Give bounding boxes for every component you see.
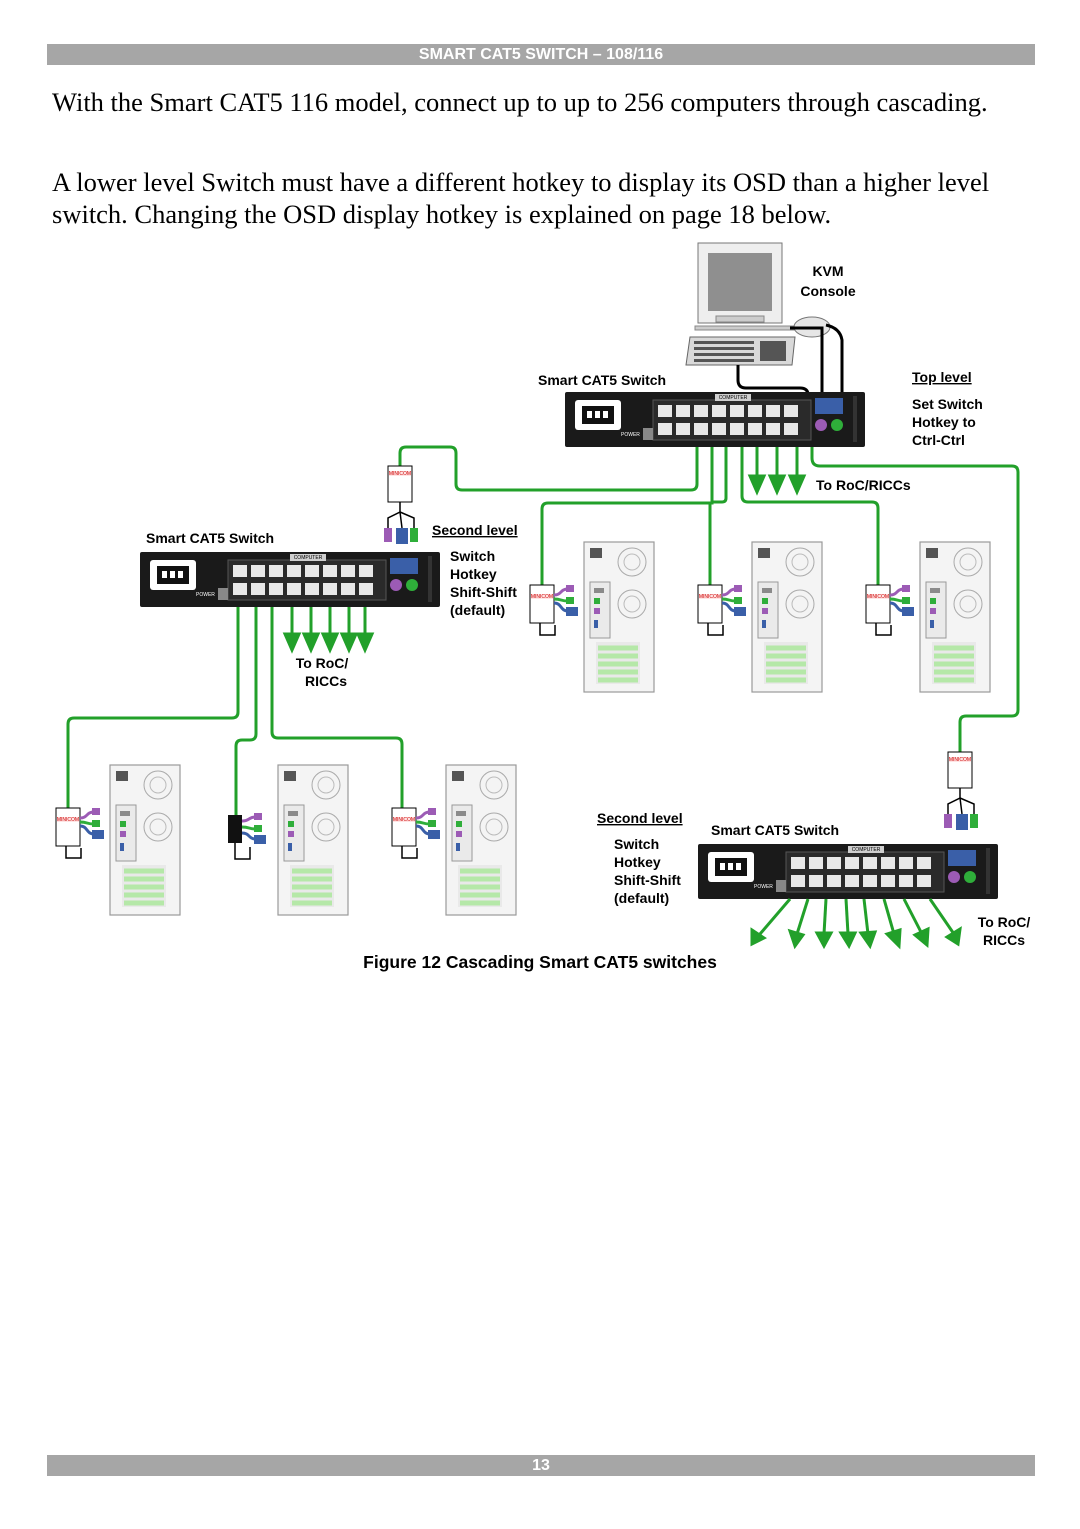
bottom-switch-power-label: POWER bbox=[754, 884, 773, 890]
top-level-note-3: Ctrl-Ctrl bbox=[912, 432, 965, 448]
second-level-note-3: Shift-Shift bbox=[450, 584, 517, 600]
bottom-note-1: Switch bbox=[614, 836, 659, 852]
left-switch-computer-label: COMPUTER bbox=[294, 555, 323, 561]
bottom-roc-label-1: To RoC/ bbox=[978, 914, 1031, 930]
paragraph-hotkey: A lower level Switch must have a differe… bbox=[52, 167, 990, 229]
second-level-note-2: Hotkey bbox=[450, 566, 497, 582]
top-level-heading: Top level bbox=[912, 369, 972, 385]
figure-caption: Figure 12 Cascading Smart CAT5 switches bbox=[363, 952, 717, 972]
header-bar: SMART CAT5 SWITCH – 108/116 bbox=[47, 44, 1035, 65]
left-roc-label-1: To RoC/ bbox=[296, 655, 349, 671]
second-level-note-4: (default) bbox=[450, 602, 505, 618]
top-roc-label: To RoC/RICCs bbox=[816, 477, 911, 493]
bottom-roc-label-2: RICCs bbox=[983, 932, 1025, 948]
pc-top-2 bbox=[752, 542, 822, 692]
kvm-console: KVM Console bbox=[685, 242, 856, 366]
page-number: 13 bbox=[532, 1457, 550, 1474]
second-level-heading: Second level bbox=[432, 522, 518, 538]
pc-top-3 bbox=[920, 542, 990, 692]
kvm-label-1: KVM bbox=[812, 263, 843, 279]
second-level-note-1: Switch bbox=[450, 548, 495, 564]
left-roc-label-2: RICCs bbox=[305, 673, 347, 689]
header-title: SMART CAT5 SWITCH – 108/116 bbox=[418, 46, 664, 63]
left-switch-label: Smart CAT5 Switch bbox=[146, 530, 274, 546]
top-cables bbox=[398, 445, 1020, 752]
bottom-switch-computer-label: COMPUTER bbox=[852, 847, 881, 853]
bottom-roc-arrows bbox=[750, 898, 962, 950]
top-switch: COMPUTER POWER bbox=[564, 391, 866, 448]
left-switch-power-label: POWER bbox=[196, 592, 215, 598]
pc-bottom-2 bbox=[278, 765, 348, 915]
pc-bottom-1 bbox=[110, 765, 180, 915]
left-cables bbox=[66, 607, 404, 815]
paragraph-cascading: With the Smart CAT5 116 model, connect u… bbox=[52, 87, 988, 117]
left-roc-arrows bbox=[282, 607, 375, 654]
top-level-note-2: Hotkey to bbox=[912, 414, 976, 430]
cascading-diagram: MINICOM MINICOM bbox=[54, 242, 1031, 950]
bottom-second-level-heading: Second level bbox=[597, 810, 683, 826]
bottom-switch-label: Smart CAT5 Switch bbox=[711, 822, 839, 838]
top-switch-label: Smart CAT5 Switch bbox=[538, 372, 666, 388]
bottom-note-3: Shift-Shift bbox=[614, 872, 681, 888]
left-switch: COMPUTER POWER bbox=[139, 551, 441, 608]
kvm-label-2: Console bbox=[800, 283, 855, 299]
top-roc-arrows bbox=[747, 447, 807, 496]
pc-bottom-3 bbox=[446, 765, 516, 915]
top-switch-power-label: POWER bbox=[621, 432, 640, 438]
top-switch-computer-label: COMPUTER bbox=[719, 395, 748, 401]
bottom-switch: COMPUTER POWER bbox=[697, 843, 999, 900]
top-level-note-1: Set Switch bbox=[912, 396, 983, 412]
bottom-note-4: (default) bbox=[614, 890, 669, 906]
pc-top-1 bbox=[584, 542, 654, 692]
footer-bar: 13 bbox=[47, 1455, 1035, 1476]
bottom-note-2: Hotkey bbox=[614, 854, 661, 870]
